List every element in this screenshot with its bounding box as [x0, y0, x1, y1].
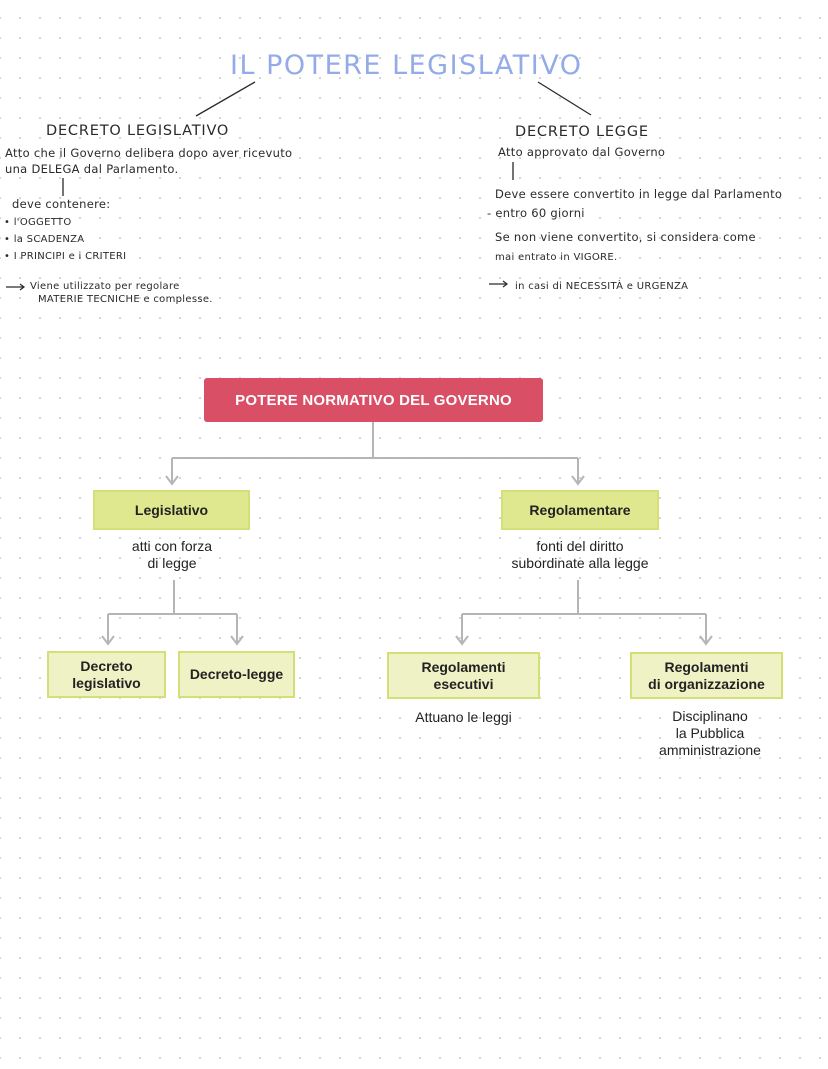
- right-notes-cases: in casi di NECESSITÀ e URGENZA: [515, 281, 689, 292]
- desc-line: la Pubblica: [675, 725, 745, 741]
- desc-line: di legge: [147, 555, 197, 571]
- node-decreto-legislativo: Decreto legislativo: [47, 651, 166, 698]
- left-arrow-icon: [6, 283, 25, 291]
- right-arrow-icon: [489, 280, 508, 288]
- left-notes-heading: DECRETO LEGISLATIVO: [46, 123, 230, 139]
- desc-line: fonti del diritto: [536, 538, 624, 554]
- page-title: IL POTERE LEGISLATIVO: [230, 50, 583, 81]
- left-notes-use2: MATERIE TECNICHE e complesse.: [38, 294, 213, 305]
- left-notes-contains: deve contenere:: [12, 197, 111, 211]
- left-notes-use1: Viene utilizzato per regolare: [30, 281, 180, 292]
- bullet-item: • l'OGGETTO: [4, 217, 72, 228]
- left-notes-line2: una DELEGA dal Parlamento.: [5, 162, 179, 176]
- root-node: POTERE NORMATIVO DEL GOVERNO: [204, 378, 543, 422]
- right-notes-line1: Atto approvato dal Governo: [498, 145, 666, 159]
- desc-line: Disciplinano: [672, 708, 748, 724]
- box-line: Regolamenti: [664, 658, 749, 675]
- node-decreto-legge: Decreto-legge: [178, 651, 295, 698]
- box-line: Regolamenti: [421, 658, 506, 675]
- bullet-text: l'OGGETTO: [13, 217, 72, 228]
- bullet-item: • I PRINCIPI e i CRITERI: [4, 251, 127, 262]
- left-notes-line1: Atto che il Governo delibera dopo aver r…: [5, 146, 293, 160]
- diagram-connectors: [101, 422, 713, 646]
- node-regolamentare: Regolamentare: [501, 490, 659, 530]
- right-notes-not1: Se non viene convertito, si considera co…: [495, 230, 756, 244]
- right-notes-conv1: Deve essere convertito in legge dal Parl…: [495, 187, 783, 201]
- bullet-item: • la SCADENZA: [4, 234, 85, 245]
- box-line: esecutivi: [433, 675, 494, 692]
- desc-line: atti con forza: [131, 538, 213, 554]
- right-notes-conv2: - entro 60 giorni: [487, 206, 585, 220]
- bullet-text: I PRINCIPI e i CRITERI: [13, 251, 127, 262]
- box-line: di organizzazione: [648, 675, 765, 692]
- node-regolamenti-esecutivi: Regolamenti esecutivi: [387, 652, 540, 699]
- legislativo-desc: atti con forza di legge: [94, 538, 250, 572]
- desc-line: amministrazione: [659, 742, 761, 758]
- esecutivi-desc: Attuano le leggi: [415, 709, 512, 725]
- node-legislativo: Legislativo: [93, 490, 250, 530]
- node-regolamenti-organizzazione: Regolamenti di organizzazione: [630, 652, 783, 699]
- right-notes-not2: mai entrato in VIGORE.: [495, 252, 618, 263]
- right-notes-heading: DECRETO LEGGE: [515, 124, 649, 140]
- title-branch-right: [537, 81, 592, 116]
- bullet-text: la SCADENZA: [13, 234, 85, 245]
- organizzazione-desc: Disciplinano la Pubblica amministrazione: [630, 708, 790, 759]
- title-branch-left: [195, 81, 256, 117]
- desc-line: subordinate alla legge: [511, 555, 649, 571]
- regolamentare-desc: fonti del diritto subordinate alla legge: [490, 538, 670, 572]
